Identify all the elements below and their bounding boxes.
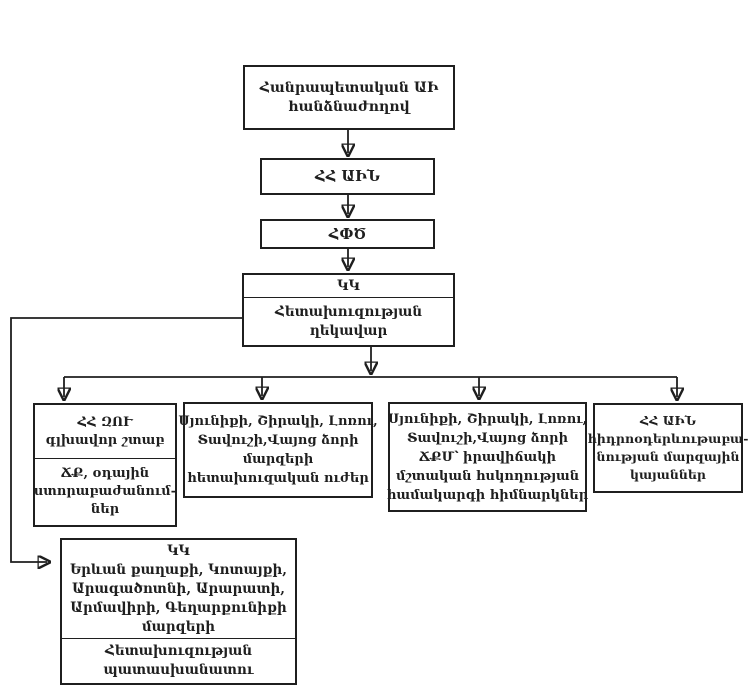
node-section-header: ԿԿ bbox=[244, 275, 453, 298]
node-text-line: Հետախուզության bbox=[104, 643, 253, 659]
node-text-line: մշտական հսկողության bbox=[395, 468, 580, 484]
node-text-line: հետախուզական ուժեր bbox=[187, 471, 369, 486]
node-regional-command-center: ԿԿ Երևան քաղաքի, Կոտայքի, Արագածոտնի, Ար… bbox=[60, 538, 297, 685]
node-text-line: ստորաբաժանում- bbox=[33, 484, 177, 499]
node-text-line: Երևան քաղաքի, Կոտայքի, bbox=[69, 561, 288, 578]
node-text-line: ղեկավար bbox=[309, 322, 388, 339]
node-section-body: ՃՔ, օդային ստորաբաժանում- ներ bbox=[33, 459, 177, 525]
node-hydromet-stations: ՀՀ ԱԻՆ հիդրոօդերևութաբա- նության մարզայի… bbox=[588, 403, 748, 493]
node-recon-forces: Սյունիքի, Շիրակի, Լոռու, Տավուշի,Վայոց ձ… bbox=[178, 402, 378, 498]
node-text-line: Արագածոտնի, Արարատի, bbox=[72, 580, 285, 597]
node-text-line: ԿԿ bbox=[167, 542, 190, 559]
arrow-kk-to-regional-cc bbox=[10, 317, 242, 562]
node-general-staff: ՀՀ ԶՈՒ գլխավոր շտաբ ՃՔ, օդային ստորաբաժա… bbox=[33, 403, 177, 527]
node-text-line: կայաններ bbox=[630, 467, 706, 482]
node-command-center: ԿԿ Հետախուզության ղեկավար bbox=[242, 273, 455, 347]
node-text-line: ԿԿ bbox=[337, 277, 360, 294]
node-text-line: ՃՔ, օդային bbox=[60, 466, 150, 481]
node-text-line: Սյունիքի, Շիրակի, Լոռու, bbox=[387, 411, 588, 427]
node-section-body: Հետախուզության պատասխանատու bbox=[62, 639, 295, 683]
node-text-line: հիդրոօդերևութաբա- bbox=[587, 431, 749, 446]
node-section-header: ԿԿ Երևան քաղաքի, Կոտայքի, Արագածոտնի, Ար… bbox=[62, 540, 295, 639]
node-text-line: ներ bbox=[90, 502, 120, 517]
node-text-line: Հանրապետական ԱԻ bbox=[259, 79, 439, 96]
node-text-line: Տավուշի,Վայոց ձորի bbox=[407, 430, 568, 446]
node-text-line: ՀՀ ԱԻՆ bbox=[315, 168, 380, 185]
node-text-line: Տավուշի,Վայոց ձորի bbox=[197, 433, 359, 448]
node-monitoring-institutions: Սյունիքի, Շիրակի, Լոռու, Տավուշի,Վայոց ձ… bbox=[386, 402, 589, 512]
node-section-header: ՀՀ ԶՈՒ գլխավոր շտաբ bbox=[35, 405, 175, 459]
node-text-line: Արմավիրի, Գեղարքունիքի bbox=[70, 599, 287, 616]
node-rescue-service: ՀՓԾ bbox=[260, 219, 435, 249]
node-text-line: գլխավոր շտաբ bbox=[45, 432, 165, 448]
node-text-line: ՀՀ ԱԻՆ bbox=[639, 413, 696, 428]
node-section-body: Հետախուզության ղեկավար bbox=[244, 298, 453, 345]
node-text-line: ՀՓԾ bbox=[328, 225, 367, 243]
node-text-line: համակարգի հիմնարկներ bbox=[386, 487, 589, 503]
node-text-line: մարզերի bbox=[141, 618, 216, 635]
node-text-line: ՀՀ ԶՈՒ bbox=[77, 414, 133, 430]
node-text-line: Հետախուզության bbox=[274, 303, 423, 320]
node-text-line: պատասխանատու bbox=[103, 662, 254, 678]
node-text-line: Սյունիքի, Շիրակի, Լոռու, bbox=[178, 414, 378, 429]
node-text-line: հանձնաժողով bbox=[288, 98, 410, 115]
node-republican-commission: Հանրապետական ԱԻ հանձնաժողով bbox=[243, 65, 455, 130]
node-mes-ministry: ՀՀ ԱԻՆ bbox=[260, 158, 435, 195]
node-text-line: նության մարզային bbox=[596, 449, 740, 464]
node-text-line: ՃՔՄ՝ իրավիճակի bbox=[418, 449, 557, 465]
node-text-line: մարզերի bbox=[242, 452, 314, 467]
